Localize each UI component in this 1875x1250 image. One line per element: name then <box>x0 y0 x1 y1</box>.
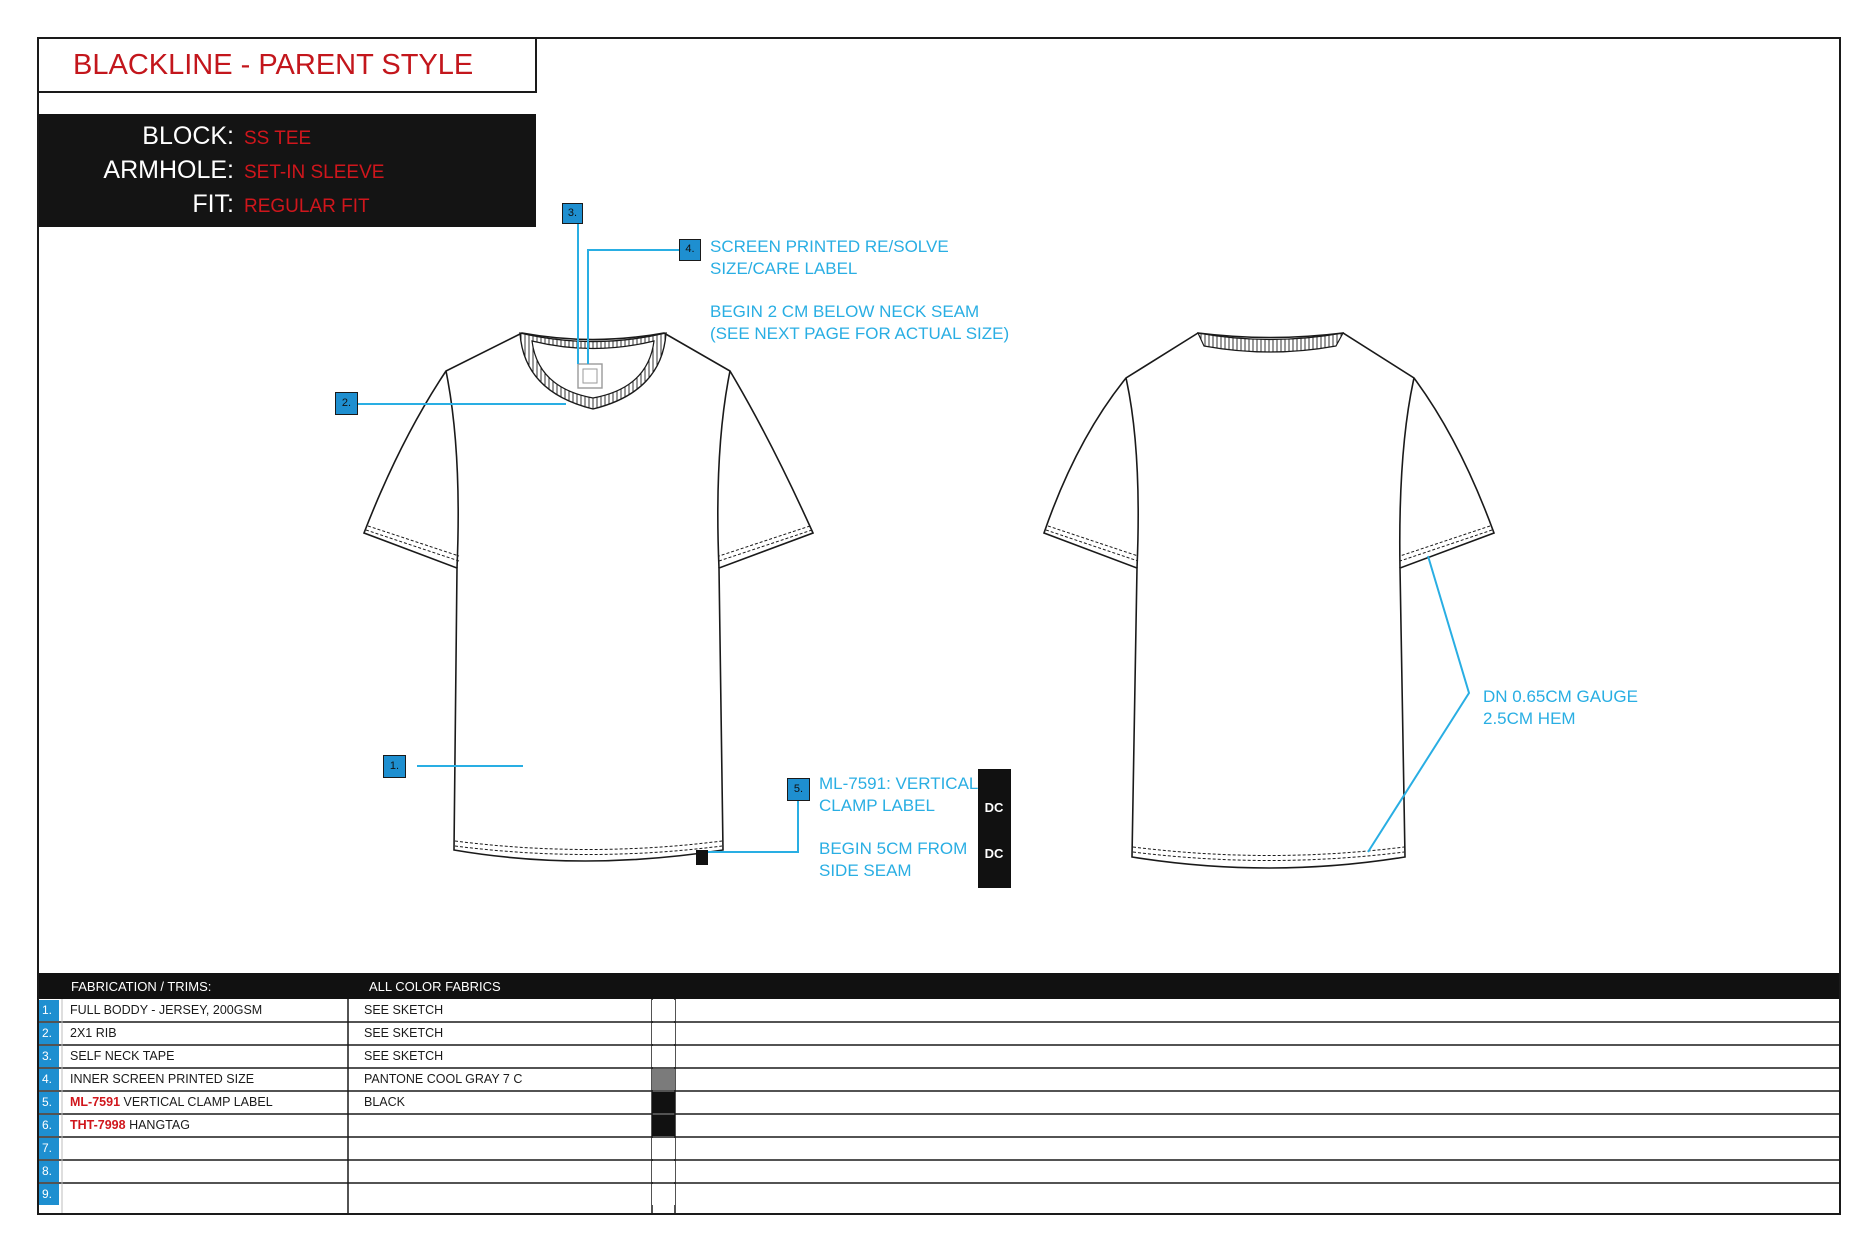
callout-number-2: 2. <box>335 392 358 415</box>
callout-4-text: SCREEN PRINTED RE/SOLVE SIZE/CARE LABEL … <box>710 236 1009 345</box>
back-tee-sketch <box>1042 332 1496 869</box>
row-description-text: HANGTAG <box>125 1118 190 1132</box>
row-number: 9. <box>39 1184 59 1205</box>
spec-label: FIT: <box>192 190 234 218</box>
hem-callout-text: DN 0.65CM GAUGE 2.5CM HEM <box>1483 686 1638 730</box>
spec-label: BLOCK: <box>142 122 234 150</box>
fabrication-column-header: FABRICATION / TRIMS: <box>71 979 212 994</box>
row-color: SEE SKETCH <box>364 1003 444 1017</box>
callout-line: SIDE SEAM <box>819 861 912 880</box>
row-description: SELF NECK TAPE <box>70 1049 174 1063</box>
row-number: 6. <box>39 1115 59 1136</box>
table-row: 6. THT-7998 HANGTAG <box>39 1114 1839 1137</box>
table-row: 4. INNER SCREEN PRINTED SIZE PANTONE COO… <box>39 1068 1839 1091</box>
table-row: 5. ML-7591 VERTICAL CLAMP LABEL BLACK <box>39 1091 1839 1114</box>
callout-line: SCREEN PRINTED RE/SOLVE <box>710 237 949 256</box>
row-description: ML-7591 VERTICAL CLAMP LABEL <box>70 1095 273 1109</box>
clamp-label-image: DC DC <box>978 769 1011 888</box>
row-number: 7. <box>39 1138 59 1159</box>
callout-number-5: 5. <box>787 778 810 801</box>
color-swatch <box>652 1023 675 1044</box>
spec-row-block: BLOCK: SS TEE <box>39 122 536 156</box>
color-swatch <box>652 1046 675 1067</box>
callout-5-text: ML-7591: VERTICAL CLAMP LABEL BEGIN 5CM … <box>819 773 978 882</box>
spec-label: ARMHOLE: <box>103 156 234 184</box>
row-color: PANTONE COOL GRAY 7 C <box>364 1072 523 1086</box>
spec-panel: BLOCK: SS TEE ARMHOLE: SET-IN SLEEVE FIT… <box>39 114 536 227</box>
callout-number-3: 3. <box>562 203 583 224</box>
row-description: INNER SCREEN PRINTED SIZE <box>70 1072 254 1086</box>
table-row: 8. <box>39 1160 1839 1183</box>
spec-value: SET-IN SLEEVE <box>244 162 385 183</box>
row-number: 1. <box>39 1000 59 1021</box>
spec-row-armhole: ARMHOLE: SET-IN SLEEVE <box>39 156 536 190</box>
color-column-header: ALL COLOR FABRICS <box>369 979 501 994</box>
row-description-text: FULL BODDY - JERSEY, 200GSM <box>70 1003 263 1017</box>
row-number: 3. <box>39 1046 59 1067</box>
row-description: FULL BODDY - JERSEY, 200GSM <box>70 1003 262 1017</box>
table-row: 1. FULL BODDY - JERSEY, 200GSM SEE SKETC… <box>39 999 1839 1022</box>
row-color: BLACK <box>364 1095 405 1109</box>
clamp-label-logo: DC <box>985 800 1004 815</box>
callout-line: BEGIN 5CM FROM <box>819 839 968 858</box>
table-row: 3. SELF NECK TAPE SEE SKETCH <box>39 1045 1839 1068</box>
spec-value: REGULAR FIT <box>244 196 370 217</box>
clamp-label-logo: DC <box>985 846 1004 861</box>
color-swatch <box>652 1069 675 1090</box>
row-description: 2X1 RIB <box>70 1026 117 1040</box>
title-box: BLACKLINE - PARENT STYLE <box>37 37 537 93</box>
row-description-text: 2X1 RIB <box>70 1026 117 1040</box>
row-color: SEE SKETCH <box>364 1026 444 1040</box>
callout-line: BEGIN 2 CM BELOW NECK SEAM <box>710 302 980 321</box>
callout-line: (SEE NEXT PAGE FOR ACTUAL SIZE) <box>710 324 1010 343</box>
table-row: 7. <box>39 1137 1839 1160</box>
color-swatch <box>652 1000 675 1021</box>
callout-leaders <box>358 224 1471 853</box>
color-swatch <box>652 1115 675 1136</box>
callout-number-1: 1. <box>383 755 406 778</box>
callout-line: CLAMP LABEL <box>819 796 935 815</box>
row-description-text: INNER SCREEN PRINTED SIZE <box>70 1072 255 1086</box>
row-description-text: SELF NECK TAPE <box>70 1049 175 1063</box>
spec-row-fit: FIT: REGULAR FIT <box>39 190 536 224</box>
front-tee-sketch <box>362 332 815 865</box>
row-number: 5. <box>39 1092 59 1113</box>
table-row: 9. <box>39 1183 1839 1206</box>
color-swatch <box>652 1161 675 1182</box>
trim-code: THT-7998 <box>70 1118 126 1132</box>
row-description-text: VERTICAL CLAMP LABEL <box>120 1095 273 1109</box>
callout-number-4: 4. <box>679 239 701 261</box>
spec-value: SS TEE <box>244 128 312 149</box>
callout-line: DN 0.65CM GAUGE <box>1483 687 1638 706</box>
page-title: BLACKLINE - PARENT STYLE <box>73 49 474 81</box>
row-number: 8. <box>39 1161 59 1182</box>
callout-line: SIZE/CARE LABEL <box>710 259 858 278</box>
fabrication-table-header: FABRICATION / TRIMS: ALL COLOR FABRICS <box>39 973 1839 999</box>
row-number: 4. <box>39 1069 59 1090</box>
row-description: THT-7998 HANGTAG <box>70 1118 190 1132</box>
callout-line: ML-7591: VERTICAL <box>819 774 979 793</box>
row-number: 2. <box>39 1023 59 1044</box>
color-swatch <box>652 1138 675 1159</box>
table-row: 2. 2X1 RIB SEE SKETCH <box>39 1022 1839 1045</box>
color-swatch <box>652 1092 675 1113</box>
callout-line: 2.5CM HEM <box>1483 709 1576 728</box>
color-swatch <box>652 1184 675 1205</box>
trim-code: ML-7591 <box>70 1095 121 1109</box>
sheet-frame <box>37 37 1841 1215</box>
row-color: SEE SKETCH <box>364 1049 444 1063</box>
